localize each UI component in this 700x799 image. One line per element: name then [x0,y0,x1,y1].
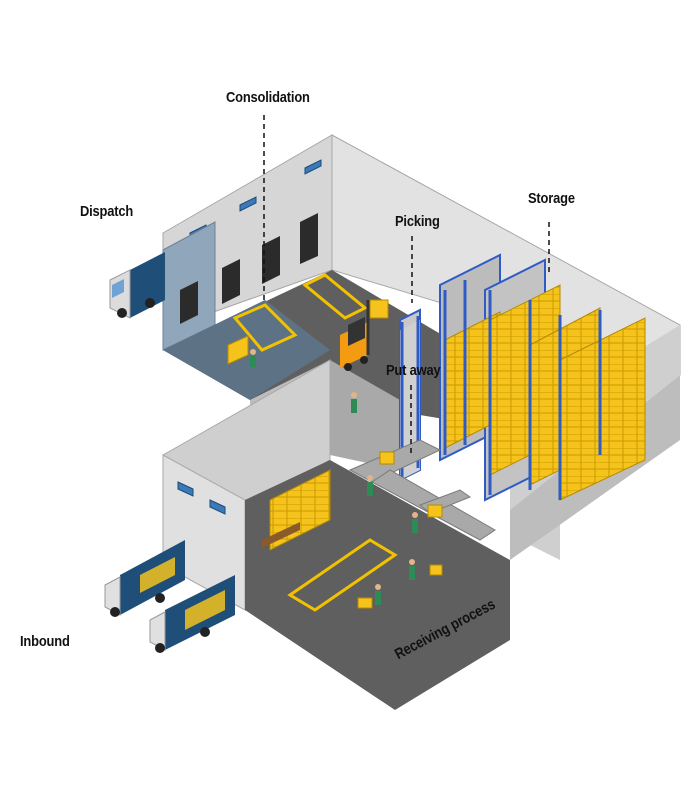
pallet-base [262,522,300,548]
lower-windows [177,481,226,515]
receiving-marking [287,538,398,612]
label-consolidation: Consolidation [226,89,310,106]
label-picking: Picking [395,213,440,230]
dispatch-pallet [227,335,256,367]
label-inbound: Inbound [20,633,70,650]
storage-racks [399,253,646,502]
forklift [340,299,389,371]
floor-markings [232,273,368,352]
label-storage: Storage [528,190,575,207]
dock-doors [180,213,318,324]
mid-wall-side [330,360,400,470]
callout-lines [263,115,550,455]
inbound-truck-2 [149,575,235,653]
workers [351,392,418,605]
dispatch-truck [109,252,165,319]
label-put-away: Put away [386,362,441,379]
small-boxes [357,451,443,609]
inbound-truck-1 [104,540,185,617]
label-dispatch: Dispatch [80,203,134,220]
